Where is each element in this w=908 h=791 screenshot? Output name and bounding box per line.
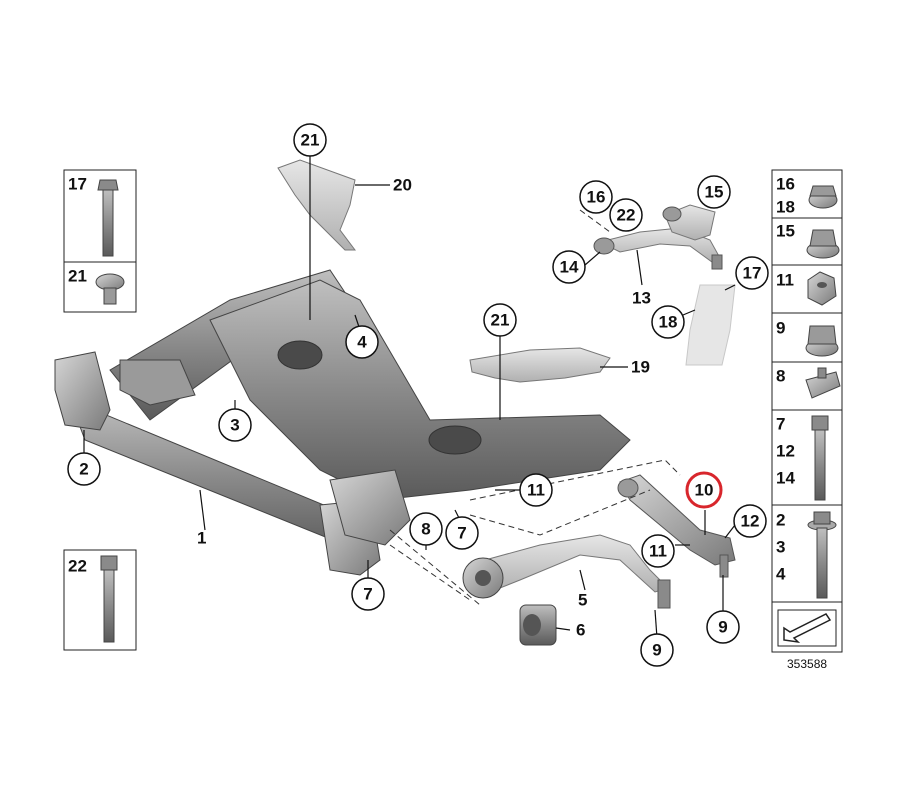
- dashed-guide-lines: [389, 209, 681, 606]
- label-plate-8: 8: [421, 520, 430, 539]
- upper-control-arm-13: [593, 204, 723, 270]
- left-legend-upper: 17 21: [63, 169, 137, 313]
- right-legend: 16 18 15 11 9 8 7 12 14: [771, 169, 843, 653]
- legend-label-11: 11: [776, 271, 794, 290]
- label-bolt-22: 22: [617, 206, 636, 225]
- plastic-rivet-icon: [95, 273, 125, 305]
- bushing-6: [519, 604, 557, 646]
- label-tension-strut-10: 10: [695, 481, 714, 500]
- heat-shield-19: [469, 347, 611, 383]
- callout-labels: 21 2 3 4 21 7 8 7 11 11 12 9 9 16 22 15 …: [79, 131, 761, 660]
- label-bushing-6: 6: [576, 621, 585, 640]
- legend-label-2: 2: [776, 511, 785, 530]
- label-boot-18: 18: [659, 313, 678, 332]
- label-bolt-17: 17: [743, 264, 762, 283]
- left-legend-lower: 22: [63, 549, 137, 651]
- label-bracket-4: 4: [357, 333, 367, 352]
- bolt-with-washer-icon: [807, 511, 837, 599]
- hex-nut-icon: [807, 271, 837, 306]
- label-screw-7b: 7: [457, 524, 466, 543]
- label-rivet-21a: 21: [301, 131, 320, 150]
- label-nut-9b: 9: [718, 618, 727, 637]
- legend-label-14: 14: [776, 469, 795, 488]
- reference-number: 353588: [787, 657, 827, 671]
- label-nut-11b: 11: [649, 542, 667, 561]
- label-nut-11a: 11: [527, 481, 545, 500]
- label-shield-20: 20: [393, 176, 412, 195]
- long-bolt-icon: [811, 415, 829, 501]
- legend-label-18: 18: [776, 198, 795, 217]
- legend-label-22: 22: [68, 557, 87, 576]
- lower-control-arm-5: [462, 534, 671, 609]
- label-shield-19: 19: [631, 358, 650, 377]
- plain-labels: 1 20 19 5 6 13: [197, 176, 651, 640]
- collar-nut-icon: [806, 229, 840, 259]
- label-subframe-1: 1: [197, 529, 206, 548]
- label-rivet-21b: 21: [491, 311, 510, 330]
- clip-plate-icon: [805, 367, 841, 399]
- label-upper-arm-13: 13: [632, 289, 651, 308]
- label-bolt-12: 12: [741, 512, 760, 531]
- label-nut-15: 15: [705, 183, 724, 202]
- flange-bolt-icon: [97, 179, 119, 257]
- legend-label-21: 21: [68, 267, 87, 286]
- legend-label-17: 17: [68, 175, 87, 194]
- legend-label-7: 7: [776, 415, 785, 434]
- subframe-illustration: [54, 269, 631, 576]
- flange-nut-icon: [808, 185, 838, 209]
- label-nut-16: 16: [587, 188, 606, 207]
- callout-circles: [67, 123, 769, 667]
- self-locking-nut-icon: [805, 325, 839, 357]
- legend-label-12: 12: [776, 442, 795, 461]
- legend-label-4: 4: [776, 565, 786, 584]
- legend-label-8: 8: [776, 367, 785, 386]
- hex-bolt-icon: [100, 555, 118, 643]
- highlight-ring-10: [685, 471, 723, 509]
- leader-lines: [83, 155, 736, 639]
- label-screw-7a: 7: [363, 585, 372, 604]
- direction-arrow-icon: [777, 609, 837, 647]
- label-bracket-3: 3: [230, 416, 239, 435]
- label-lower-arm-5: 5: [578, 591, 587, 610]
- label-bolt-14: 14: [560, 258, 579, 277]
- legend-label-9: 9: [776, 319, 785, 338]
- dust-boot-18: [685, 284, 736, 366]
- legend-label-15: 15: [776, 222, 795, 241]
- heat-shield-20: [277, 159, 356, 251]
- tension-strut-10: [617, 474, 736, 578]
- legend-label-3: 3: [776, 538, 785, 557]
- legend-label-16: 16: [776, 175, 795, 194]
- label-nut-9a: 9: [652, 641, 661, 660]
- label-bracket-2: 2: [79, 460, 88, 479]
